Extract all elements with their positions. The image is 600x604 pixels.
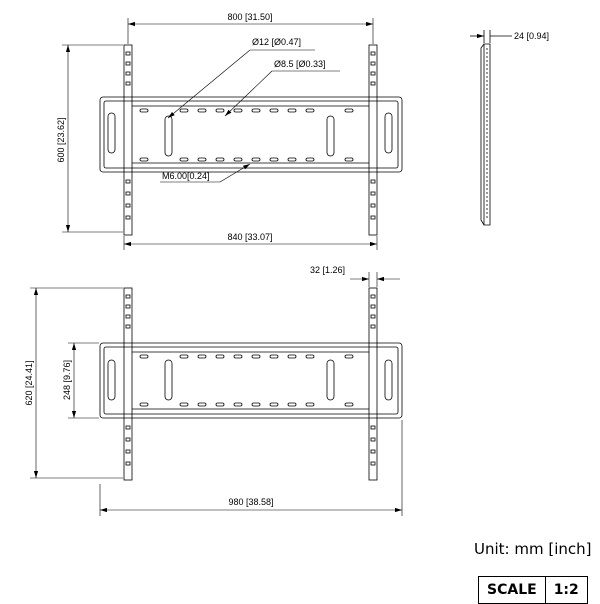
label-screw: M6.00[0.24] (162, 171, 210, 181)
label-offset: 32 [1.26] (310, 265, 345, 275)
label-hole-large: Ø12 [Ø0.47] (252, 37, 301, 47)
label-width-top: 800 [31.50] (227, 12, 272, 22)
right-arm (368, 44, 378, 236)
leader-hole-small (224, 70, 273, 117)
arm-holes (125, 51, 376, 220)
wall-plate-extended (99, 342, 403, 419)
slot-row-top-extended (139, 354, 354, 359)
slot-row-bottom-extended (139, 402, 354, 407)
label-width-bottom: 840 [33.07] (227, 232, 272, 242)
scale-box: SCALE 1:2 (478, 576, 588, 604)
scale-value: 1:2 (544, 577, 587, 603)
left-arm (123, 44, 133, 236)
leader-hole-large (167, 49, 251, 119)
label-hole-small: Ø8.5 [Ø0.33] (274, 59, 326, 69)
slot-row-bottom (139, 157, 354, 162)
extended-view (99, 287, 403, 481)
label-height: 600 [23.62] (56, 117, 66, 162)
unit-note: Unit: mm [inch] (474, 540, 592, 558)
label-height-total: 620 [24.41] (24, 360, 34, 405)
slot-row-top (139, 108, 354, 113)
wall-plate (99, 96, 403, 173)
label-height-plate: 248 [9.76] (62, 360, 72, 400)
slot-large (164, 115, 173, 157)
extended-dimensions (30, 272, 403, 516)
left-arm-extended (123, 287, 133, 481)
front-view (99, 44, 403, 236)
scale-label: SCALE (487, 582, 537, 598)
label-depth: 24 [0.94] (514, 31, 549, 41)
label-width-total: 980 [38.58] (228, 497, 273, 507)
leader-screw (219, 163, 251, 183)
side-view (470, 30, 512, 226)
arm-holes-extended (125, 294, 376, 466)
right-arm-extended (368, 287, 378, 481)
front-dimensions (62, 18, 378, 250)
